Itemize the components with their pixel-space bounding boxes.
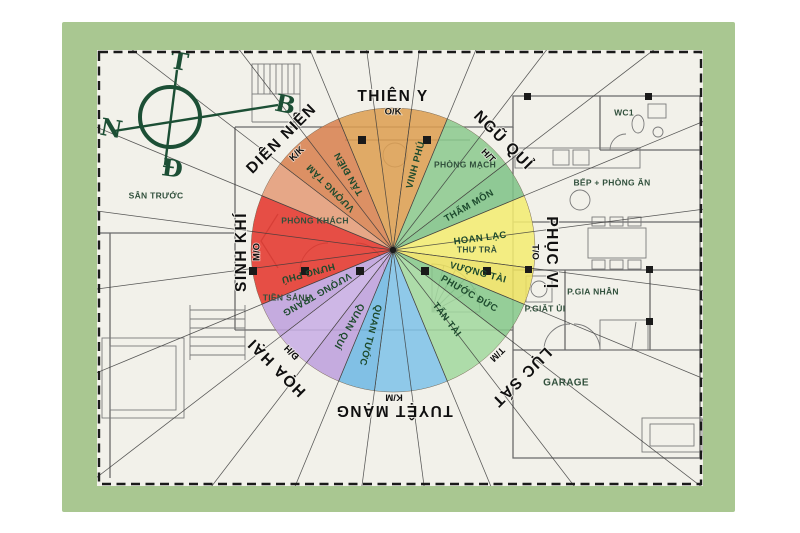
bagua-wheel [250,107,536,393]
wheel-sector [250,195,394,305]
direction-ray [294,249,394,486]
direction-label-tuyet-mang: TUYỆT MẠNG [335,402,452,420]
direction-ray [392,249,702,486]
direction-ray [97,249,394,374]
compass-letter-bottom: Đ [160,152,185,184]
direction-ray [392,50,420,251]
direction-label-phuc-vi: PHỤC VỊ [543,216,560,289]
direction-ray [392,121,703,251]
dashed-border [97,50,703,486]
direction-ray [392,249,703,379]
direction-ray [239,50,394,251]
room-label-tien-sanh: TIỀN SẢNH [263,291,312,302]
direction-ray [392,50,655,251]
column-markers [249,93,653,325]
direction-ray [361,249,394,486]
direction-ray [97,126,394,251]
compass-cross-lines [113,69,279,166]
room-label-thu-tra: THƯ TRÀ [457,244,497,254]
room-label-bep: BẾP + PHÒNG ĂN [573,176,650,187]
compass-letter-top: T [168,45,191,77]
direction-abbr-sinh-khi: M/O [252,243,263,261]
direction-ray [392,50,477,251]
direction-label-sinh-khi: SINH KHÍ [233,212,250,292]
direction-abbr-phuc-vi: T/O [529,244,540,260]
direction-label-thien-y: THIÊN Y [357,87,428,105]
direction-ray [131,50,394,251]
direction-ray [211,249,394,486]
room-label-phong-mach: PHÒNG MẠCH [434,158,496,169]
room-label-phong-khach: PHÒNG KHÁCH [281,214,349,225]
direction-ray [366,50,394,251]
direction-ray [392,249,575,486]
direction-ray [97,249,394,478]
room-label-san-truoc: SÂN TRƯỚC [129,189,184,200]
direction-ray [97,249,394,290]
room-label-garage: GARAGE [543,378,589,389]
direction-ray [392,249,492,486]
compass-letter-left: N [98,112,125,144]
room-label-gia-nhan: P.GIA NHÂN [567,285,619,296]
direction-ray [392,249,425,486]
direction-ray [392,50,547,251]
wheel-center-dot [389,246,397,254]
direction-abbr-tuyet-mang: K/M [385,391,403,402]
room-labels: SÂN TRƯỚC PHÒNG KHÁCH TIỀN SẢNH PHÒNG MẠ… [129,107,651,388]
direction-ray [97,210,394,251]
direction-ray [392,249,703,292]
room-label-wc1: WC1 [614,107,634,117]
direction-ray [392,208,703,251]
direction-abbr-thien-y: O/K [385,107,402,118]
room-label-giat-ui: P.GIẶT ỦI [525,302,566,313]
